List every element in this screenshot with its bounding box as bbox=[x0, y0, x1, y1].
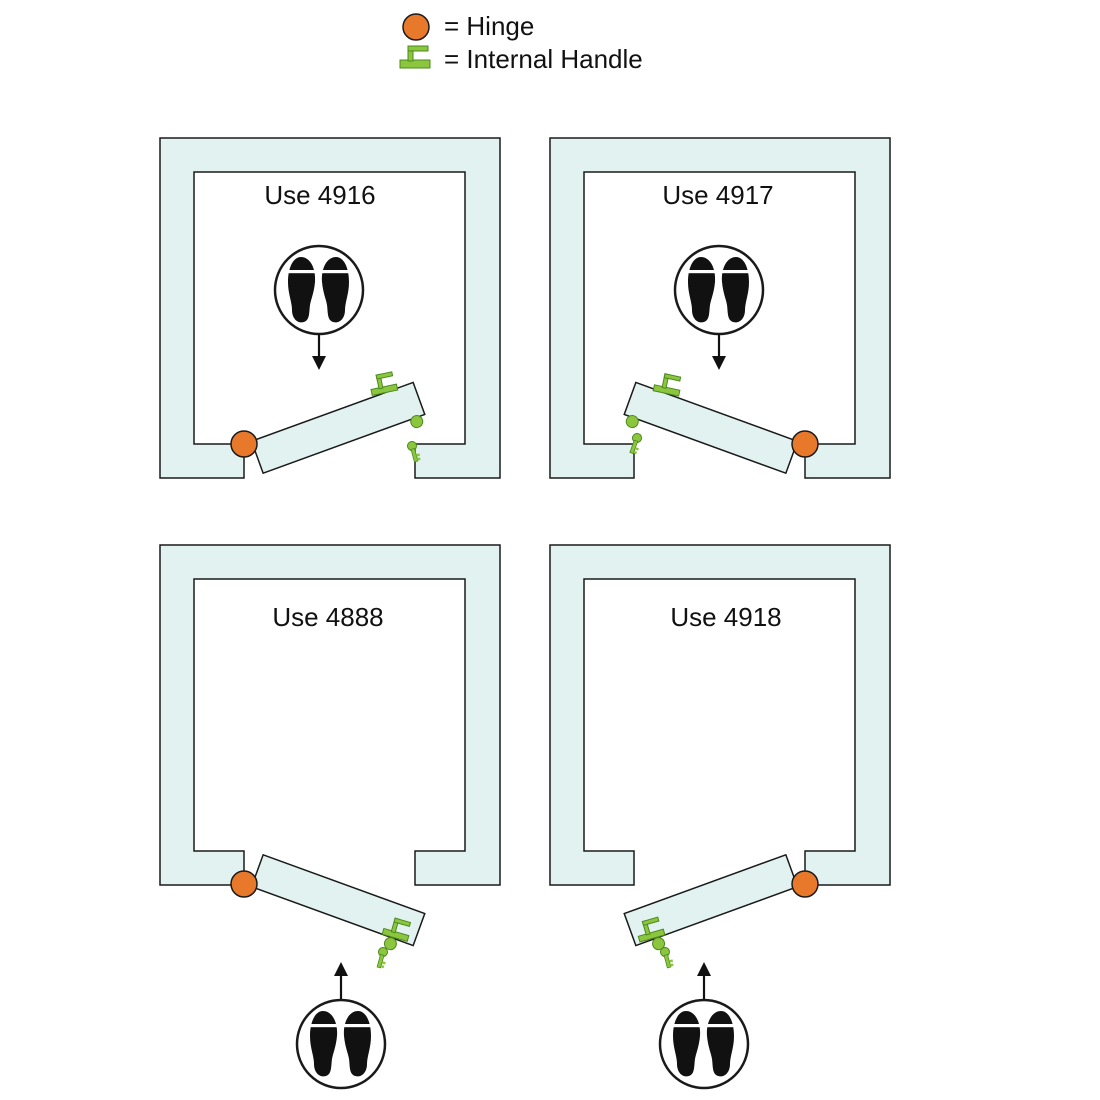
legend-handle-label: = Internal Handle bbox=[444, 44, 643, 74]
hinge-icon bbox=[230, 430, 258, 458]
footprints-icon bbox=[673, 244, 765, 336]
panel-label: Use 4917 bbox=[662, 180, 773, 210]
hinge-icon bbox=[230, 870, 258, 898]
door-leaf bbox=[623, 853, 799, 951]
key-icon bbox=[374, 945, 390, 970]
wall-frame bbox=[159, 544, 501, 886]
lock-cylinder-icon bbox=[383, 937, 397, 951]
wall-frame bbox=[159, 137, 501, 479]
panel-use-4888: Use 4888 bbox=[159, 544, 501, 1090]
hinge-legend-icon bbox=[402, 13, 430, 41]
panel-use-4918: Use 4918 bbox=[549, 544, 891, 1090]
footprints-icon bbox=[273, 244, 365, 336]
door-leaf bbox=[250, 370, 426, 475]
panel-label: Use 4888 bbox=[272, 602, 383, 632]
panel-label: Use 4918 bbox=[670, 602, 781, 632]
panel-use-4916: Use 4916 bbox=[159, 137, 501, 479]
legend-hinge-label: = Hinge bbox=[444, 11, 534, 41]
door-leaf bbox=[623, 371, 799, 475]
lock-cylinder-icon bbox=[410, 415, 424, 429]
lock-cylinder-icon bbox=[652, 937, 666, 951]
key-icon bbox=[658, 945, 675, 970]
hinge-icon bbox=[791, 870, 819, 898]
handle-legend-icon bbox=[399, 45, 431, 69]
footprints-icon bbox=[295, 998, 387, 1090]
arrow-down-icon bbox=[312, 334, 326, 370]
arrow-down-icon bbox=[712, 334, 726, 370]
panel-use-4917: Use 4917 bbox=[549, 137, 891, 479]
wall-frame bbox=[549, 544, 891, 886]
arrow-up-icon bbox=[334, 962, 348, 1000]
arrow-up-icon bbox=[697, 962, 711, 1000]
door-leaf bbox=[250, 853, 426, 951]
wall-frame bbox=[549, 137, 891, 479]
footprints-icon bbox=[658, 998, 750, 1090]
panel-label: Use 4916 bbox=[264, 180, 375, 210]
lock-cylinder-icon bbox=[625, 415, 639, 429]
hinge-icon bbox=[791, 430, 819, 458]
legend: = Hinge = Internal Handle bbox=[399, 11, 643, 74]
